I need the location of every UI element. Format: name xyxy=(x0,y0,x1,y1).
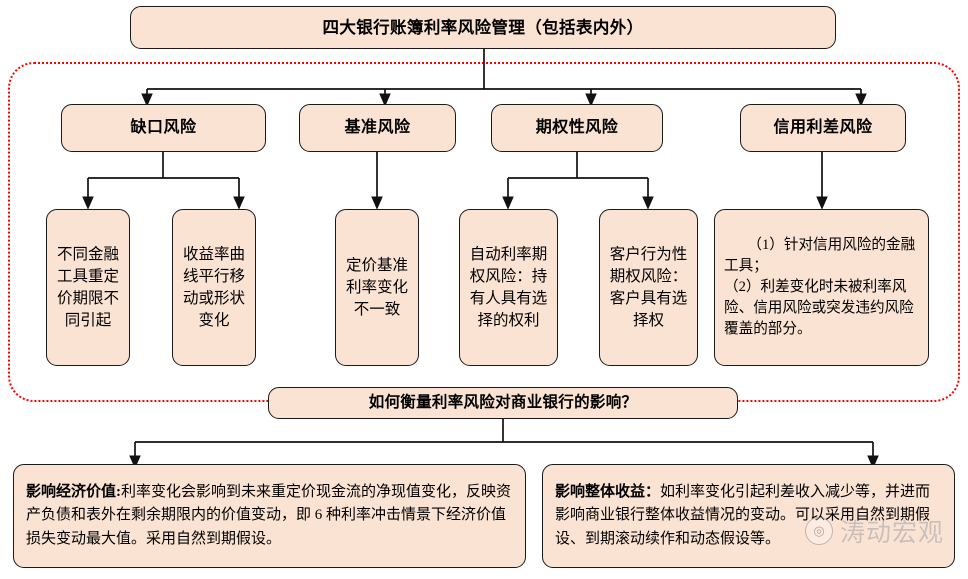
category-box-credit-spread-risk[interactable]: 信用利差风险 xyxy=(740,104,906,152)
detail-box-yield-curve[interactable]: 收益率曲线平行移动或形状变化 xyxy=(172,209,256,366)
detail-text: 定价基准利率变化不一致 xyxy=(345,256,408,318)
question-label: 如何衡量利率风险对商业银行的影响？ xyxy=(368,393,638,411)
detail-text: 客户行为性期权风险：客户具有选择权 xyxy=(609,245,688,329)
detail-text: （1）针对信用风险的金融工具； （2）利差变化时未被利率风险、信用风险或突发违约… xyxy=(724,236,916,338)
detail-box-behavioral-option[interactable]: 客户行为性期权风险：客户具有选择权 xyxy=(599,209,698,366)
diagram-title-text: 四大银行账簿利率风险管理（包括表内外） xyxy=(322,17,644,37)
category-box-basis-risk[interactable]: 基准风险 xyxy=(299,104,456,152)
detail-box-automatic-option[interactable]: 自动利率期权风险：持有人具有选择的权利 xyxy=(459,209,558,366)
diagram-title-box: 四大银行账簿利率风险管理（包括表内外） xyxy=(130,6,836,49)
question-box-measure-impact[interactable]: 如何衡量利率风险对商业银行的影响？ xyxy=(268,387,738,419)
category-label: 期权性风险 xyxy=(535,118,619,136)
category-label: 基准风险 xyxy=(344,118,411,136)
detail-box-repricing-maturity[interactable]: 不同金融工具重定价期限不同引起 xyxy=(46,209,130,366)
detail-text: 自动利率期权风险：持有人具有选择的权利 xyxy=(469,245,548,329)
outcome-paragraph: 影响经济价值:利率变化会影响到未来重定价现金流的净现值变化，反映资产负债和表外在… xyxy=(26,481,513,551)
category-label: 信用利差风险 xyxy=(773,118,873,136)
detail-box-credit-spread-items[interactable]: （1）针对信用风险的金融工具； （2）利差变化时未被利率风险、信用风险或突发违约… xyxy=(714,209,929,366)
category-box-option-risk[interactable]: 期权性风险 xyxy=(491,104,663,152)
outcome-body: 如利率变化引起利差收入减少等，并进而影响商业银行整体收益情况的变动。可以采用自然… xyxy=(555,483,931,547)
outcome-heading: 影响经济价值: xyxy=(26,483,121,500)
category-label: 缺口风险 xyxy=(130,118,197,136)
outcome-box-overall-earnings[interactable]: 影响整体收益：如利率变化引起利差收入减少等，并进而影响商业银行整体收益情况的变动… xyxy=(542,464,955,568)
category-box-gap-risk[interactable]: 缺口风险 xyxy=(61,104,266,152)
detail-text: 收益率曲线平行移动或形状变化 xyxy=(182,245,245,329)
outcome-heading: 影响整体收益： xyxy=(555,483,661,500)
outcome-paragraph: 影响整体收益：如利率变化引起利差收入减少等，并进而影响商业银行整体收益情况的变动… xyxy=(555,481,942,551)
detail-text: 不同金融工具重定价期限不同引起 xyxy=(56,245,119,329)
outcome-box-economic-value[interactable]: 影响经济价值:利率变化会影响到未来重定价现金流的净现值变化，反映资产负债和表外在… xyxy=(13,464,526,568)
detail-box-benchmark-mismatch[interactable]: 定价基准利率变化不一致 xyxy=(335,209,419,366)
outcome-body: 利率变化会影响到未来重定价现金流的净现值变化，反映资产负债和表外在剩余期限内的价… xyxy=(26,483,512,547)
